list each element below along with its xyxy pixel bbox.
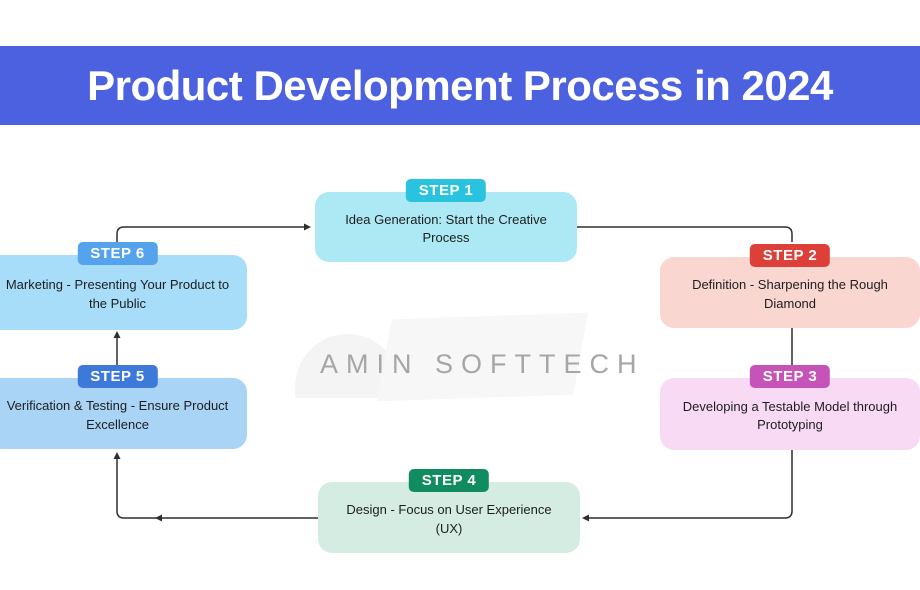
step-6-badge: STEP 6 <box>77 242 158 265</box>
step-6-node: STEP 6 Marketing - Presenting Your Produ… <box>0 242 247 330</box>
step-4-node: STEP 4 Design - Focus on User Experience… <box>318 469 580 553</box>
step-3-text: Developing a Testable Model through Prot… <box>682 398 898 432</box>
connector-step3-to-step4 <box>589 450 793 519</box>
arrowhead-mid-step4-to-step5 <box>155 514 162 522</box>
header-banner: Product Development Process in 2024 <box>0 46 920 125</box>
arrowhead-into-step6 <box>113 331 121 338</box>
arrowhead-into-step5 <box>113 452 121 459</box>
connector-step1-to-step2 <box>577 226 793 242</box>
watermark-text: AMIN SOFTTECH <box>320 349 645 379</box>
step-1-badge: STEP 1 <box>405 179 487 202</box>
arrowhead-into-step1 <box>304 223 311 231</box>
step-2-text: Definition - Sharpening the Rough Diamon… <box>692 277 888 311</box>
page-title: Product Development Process in 2024 <box>87 61 833 109</box>
step-3-node: STEP 3 Developing a Testable Model throu… <box>660 365 920 450</box>
connector-step4-to-step5 <box>116 459 318 519</box>
step-1-node: STEP 1 Idea Generation: Start the Creati… <box>315 179 577 262</box>
step-2-node: STEP 2 Definition - Sharpening the Rough… <box>660 244 920 328</box>
step-5-node: STEP 5 Verification & Testing - Ensure P… <box>0 365 247 449</box>
arrowhead-into-step4 <box>582 514 589 522</box>
step-1-text: Idea Generation: Start the Creative Proc… <box>345 211 547 245</box>
step-4-text: Design - Focus on User Experience (UX) <box>346 502 552 536</box>
step-3-badge: STEP 3 <box>749 365 831 388</box>
step-5-badge: STEP 5 <box>77 365 158 388</box>
step-4-badge: STEP 4 <box>408 469 490 492</box>
step-5-text: Verification & Testing - Ensure Product … <box>6 398 229 432</box>
step-6-text: Marketing - Presenting Your Product to t… <box>5 277 230 311</box>
step-2-badge: STEP 2 <box>749 244 831 267</box>
